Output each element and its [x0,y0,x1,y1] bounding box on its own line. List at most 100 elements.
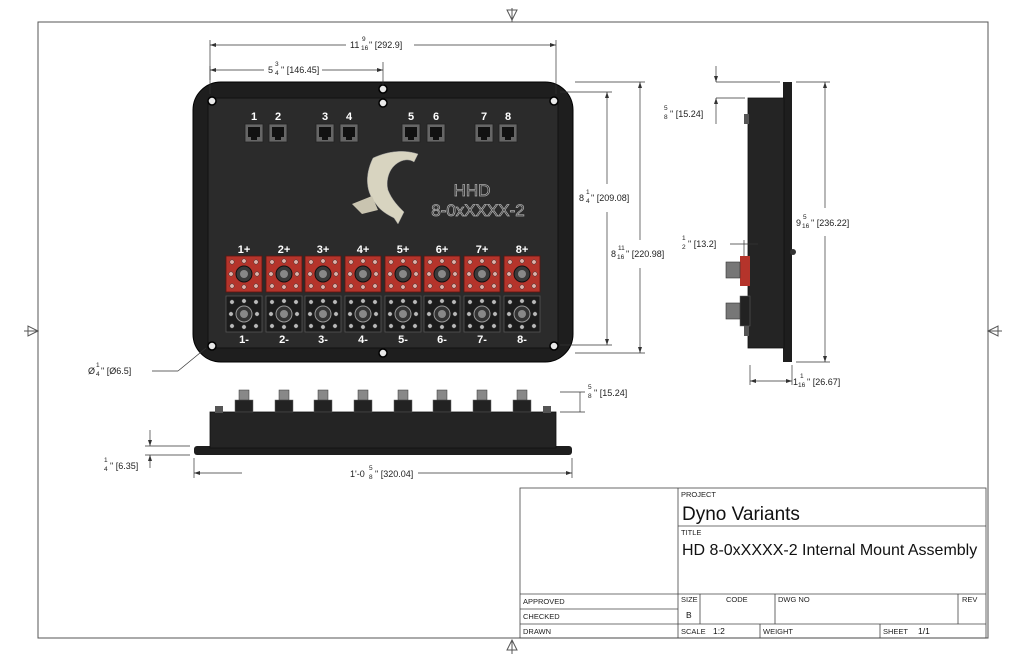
dim-mount-height: 8 1 4 " [209.08] [579,189,629,205]
side-knob [790,249,796,255]
ethernet-port-icon [498,123,518,143]
svg-text:8: 8 [611,249,616,259]
svg-text:" [6.35]: " [6.35] [110,461,138,471]
mount-hole [549,341,559,351]
svg-text:5: 5 [369,465,373,472]
negative-label: 5- [398,334,408,346]
ethernet-port-icon [268,123,288,143]
bottom-stud-icon [234,389,254,413]
svg-text:" [13.2]: " [13.2] [688,239,716,249]
svg-text:9: 9 [796,218,801,228]
logo-line2: 8-0xXXXX-2 [431,201,525,220]
dim-overall-width: 11 9 16 " [292.9] [350,36,402,52]
title-label: TITLE [681,528,701,537]
bottom-stud-icon [393,389,413,413]
svg-text:5: 5 [803,214,807,221]
project-name: Dyno Variants [682,504,800,525]
ethernet-port-icon [244,123,264,143]
port-label: 1 [251,111,257,123]
negative-label: 1- [239,334,249,346]
svg-text:1: 1 [793,377,798,387]
negative-terminal-icon [265,295,303,333]
svg-text:1: 1 [586,189,590,196]
ethernet-port-icon [426,123,446,143]
checked-label: CHECKED [523,612,560,621]
logo-line1: HHD [454,181,491,200]
svg-text:" [15.24]: " [15.24] [594,388,627,398]
negative-terminal-icon [463,295,501,333]
svg-text:" [292.9]: " [292.9] [369,40,402,50]
scale-label: SCALE [681,627,706,636]
positive-label: 2+ [278,244,291,256]
mount-hole [207,96,217,106]
svg-text:11: 11 [618,245,625,252]
svg-text:4: 4 [275,70,279,77]
title-block [519,487,987,639]
project-label: PROJECT [681,490,716,499]
bottom-small-bolt-right [543,406,551,413]
svg-text:1: 1 [96,362,100,369]
negative-label: 3- [318,334,328,346]
svg-text:1: 1 [682,235,686,242]
ethernet-port-icon [315,123,335,143]
bottom-body [209,411,557,449]
bottom-view [194,389,572,455]
side-dimension-arrows [714,76,827,383]
negative-terminal-labels: 1-2-3-4-5-6-7-8- [239,334,527,346]
svg-text:9: 9 [362,36,366,43]
svg-text:" [320.04]: " [320.04] [375,469,413,479]
logo-icon [352,151,419,225]
negative-label: 7- [477,334,487,346]
front-dimension-arrows [210,43,642,353]
negative-terminal-icon [503,295,541,333]
bottom-small-bolt-left [215,406,223,413]
approved-label: APPROVED [523,597,565,606]
svg-text:3: 3 [275,61,279,68]
svg-text:8: 8 [579,193,584,203]
svg-text:4: 4 [96,371,100,378]
drawn-label: DRAWN [523,627,551,636]
negative-terminal-icon [423,295,461,333]
negative-terminal-icon [225,295,263,333]
svg-text:16: 16 [361,45,369,52]
svg-text:5: 5 [664,105,668,112]
side-small-bolt-top [744,114,749,124]
positive-label: 5+ [397,244,410,256]
mount-holes [207,84,559,358]
ethernet-port-icon [401,123,421,143]
side-stud-bottom [725,302,741,320]
bottom-stud-icon [472,389,492,413]
ethernet-ports [244,123,518,143]
svg-text:2: 2 [682,244,686,251]
bottom-dimension-arrows [148,440,572,475]
bottom-stud-icon [313,389,333,413]
side-view [725,82,796,362]
bottom-studs [234,389,532,413]
dim-hole-diameter: Ø 1 4 " [Ø6.5] [88,362,131,378]
bottom-stud-icon [432,389,452,413]
positive-terminal-icon [304,255,342,293]
positive-terminal-icon [344,255,382,293]
positive-label: 4+ [357,244,370,256]
size-label: SIZE [681,595,698,604]
svg-text:16: 16 [617,254,625,261]
mount-hole [378,348,388,358]
mount-hole [549,96,559,106]
side-small-bolt-bottom [744,326,749,336]
dim-bottom-depth: 5 8 " [15.24] [588,384,627,400]
sheet-value: 1/1 [918,626,930,636]
black-connectors [225,295,541,333]
mount-hole [378,84,388,94]
svg-text:5: 5 [588,384,592,391]
port-label: 3 [322,111,328,123]
sheet-label: SHEET [883,627,908,636]
svg-text:1: 1 [104,457,108,464]
positive-label: 1+ [238,244,251,256]
svg-text:Ø: Ø [88,366,95,376]
dim-side-top-depth: 5 8 " [15.24] [664,105,703,121]
bottom-dimensions [145,391,585,478]
rev-label: REV [962,595,977,604]
